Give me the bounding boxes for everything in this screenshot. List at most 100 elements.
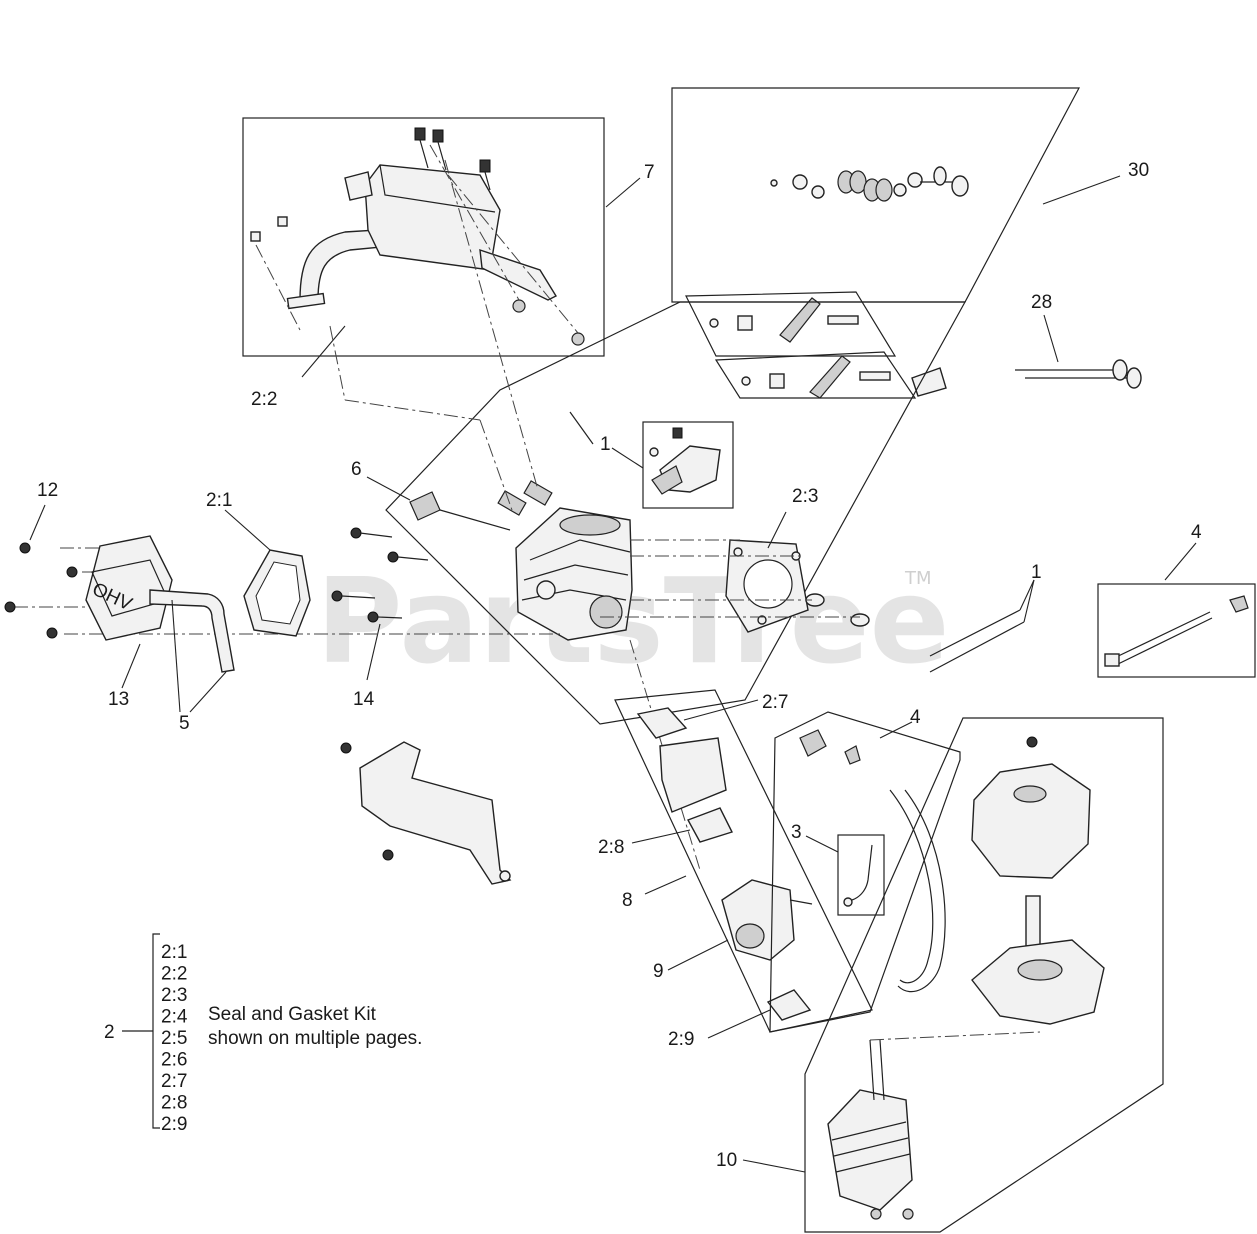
frame-edge [569, 411, 594, 445]
head-gasket [725, 511, 870, 633]
linkage-parts [929, 579, 1035, 673]
muffler-bolts [414, 127, 491, 191]
kit-item: 2:4 [161, 1007, 188, 1028]
valve-cover: OHV [4, 504, 173, 689]
kit-item: 2:6 [161, 1050, 187, 1071]
kit-legend: 2:12:22:32:42:52:62:72:82:9 Seal and Gas… [122, 933, 422, 1135]
coil-inset-box [642, 421, 734, 509]
callout-12: 12 [37, 480, 58, 501]
callout-7: 7 [644, 162, 655, 183]
callout-30: 30 [1128, 160, 1149, 181]
callout-labels: 7 30 28 2:2 1 6 2:1 12 2:3 4 1 13 5 14 2… [37, 160, 1202, 1171]
cable-inset-box [1097, 583, 1256, 678]
gasket-2-9 [766, 989, 812, 1021]
fuel-line-inset [805, 834, 885, 916]
leader-1-right [1019, 579, 1035, 611]
muffler-pipe-gasket [286, 292, 326, 310]
kit-item: 2:1 [161, 942, 187, 963]
air-filter-base [971, 939, 1105, 1025]
kit-bracket [152, 933, 160, 1129]
leader-14 [366, 623, 381, 681]
gasket-2-7 [636, 707, 688, 739]
callout-4-mid: 4 [910, 707, 921, 728]
callout-2-1: 2:1 [206, 490, 232, 511]
kit-item: 2:5 [161, 1028, 187, 1049]
kit-items: 2:12:22:32:42:52:62:72:82:9 [161, 942, 188, 1135]
callout-6: 6 [351, 459, 362, 480]
rocker-box-lower [714, 351, 917, 399]
leader-8 [644, 875, 687, 895]
valve-springs [770, 166, 969, 202]
callout-13: 13 [108, 689, 129, 710]
leader-6 [366, 476, 411, 501]
cylinder-block [827, 1089, 913, 1211]
fuel-valve [799, 729, 827, 757]
push-rods [1015, 314, 1142, 389]
kit-item: 2:8 [161, 1093, 187, 1114]
cylinder-head [497, 480, 633, 641]
leader-2-1 [224, 509, 271, 551]
callout-2-2: 2:2 [251, 389, 277, 410]
head-bolts [331, 527, 429, 681]
callout-1-right: 1 [1031, 562, 1042, 583]
cylinder-shroud [340, 741, 512, 885]
gasket-2-8 [686, 807, 733, 843]
air-filter-cover [971, 763, 1091, 879]
leader-1-top [611, 447, 644, 469]
muffler-stud [277, 216, 288, 227]
kit-note-line-2: shown on multiple pages. [208, 1028, 422, 1049]
breather-tube [149, 589, 235, 713]
cylinder-head-frame [385, 301, 967, 725]
fuel-line-box [769, 711, 961, 1033]
callout-4-right: 4 [1191, 522, 1202, 543]
spark-plug [366, 476, 511, 531]
carburetor [721, 879, 795, 961]
callout-10: 10 [716, 1150, 737, 1171]
fuel-line-parts [799, 721, 946, 993]
muffler-outlet [344, 171, 373, 201]
kit-item: 2:9 [161, 1114, 187, 1135]
air-filter-stud [1025, 895, 1041, 947]
kit-item: 2:7 [161, 1071, 187, 1092]
callout-3: 3 [791, 822, 802, 843]
watermark-text: PartsTree [316, 552, 950, 690]
leader-13 [121, 643, 141, 689]
muffler-inset-box [242, 117, 605, 357]
muffler-nut [571, 332, 585, 346]
coil-inset [611, 421, 734, 509]
muffler-body [364, 164, 501, 271]
watermark-trademark: TM [904, 568, 932, 589]
callout-2: 2 [104, 1022, 115, 1043]
leader-7 [605, 177, 641, 208]
dowel-pin [850, 613, 870, 627]
muffler-group [242, 117, 641, 378]
callout-14: 14 [353, 689, 375, 710]
kit-item: 2:2 [161, 964, 187, 985]
air-cleaner-parts [742, 736, 1105, 1220]
carb-spacer [659, 737, 727, 813]
callout-2-9: 2:9 [668, 1029, 694, 1050]
callout-9: 9 [653, 961, 664, 982]
valve-cover-gasket [224, 509, 311, 637]
cable-inset [1097, 542, 1256, 678]
rocker-box-upper [685, 291, 897, 357]
leader-4-mid [879, 721, 913, 739]
leader-10 [742, 1159, 806, 1173]
rocker-arms [709, 297, 947, 399]
leader-2-3 [767, 511, 787, 549]
callout-8: 8 [622, 890, 633, 911]
callout-1-top: 1 [600, 434, 611, 455]
intake-parts [631, 699, 813, 1039]
leader-4-right [1164, 542, 1197, 581]
leader-12 [29, 504, 46, 541]
callout-2-8: 2:8 [598, 837, 624, 858]
leader-2-2 [301, 325, 346, 378]
leader-30 [1042, 175, 1121, 205]
leader-28 [1043, 314, 1059, 363]
kit-item: 2:3 [161, 985, 187, 1006]
air-cleaner-box [804, 717, 1164, 1233]
callout-2-3: 2:3 [792, 486, 818, 507]
intake-column-box [614, 689, 873, 1033]
